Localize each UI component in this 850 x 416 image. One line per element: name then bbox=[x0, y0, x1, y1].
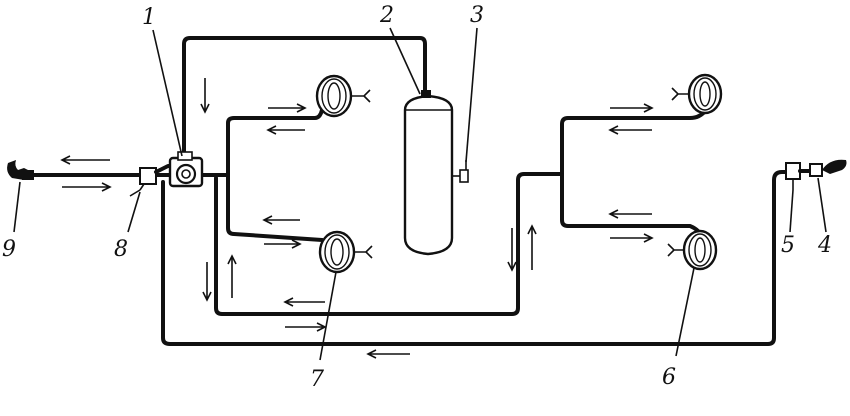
leader-5 bbox=[789, 189, 794, 233]
brake-chamber-left-upper bbox=[315, 74, 371, 118]
line-valve-to-right-chambers bbox=[214, 172, 562, 316]
brake-valve bbox=[168, 151, 204, 188]
arrow-rt-down bbox=[507, 228, 517, 272]
arrow-rl-right bbox=[610, 233, 654, 243]
label-2: 2 bbox=[379, 3, 394, 28]
chamber-ru-ring1 bbox=[693, 77, 717, 111]
arrow-trunk-up bbox=[227, 254, 237, 298]
brake-chamber-right-upper bbox=[671, 73, 723, 115]
chamber-lu-rod bbox=[351, 89, 371, 103]
coupling-head-left bbox=[7, 160, 34, 180]
disconnect-cock-right-body bbox=[785, 162, 801, 180]
chamber-ll-ring2 bbox=[330, 238, 344, 266]
chamber-rl-rod bbox=[667, 243, 684, 257]
number-labels: 1 2 3 4 5 6 7 8 9 bbox=[2, 3, 832, 392]
arrow-bottom-left bbox=[366, 349, 410, 359]
disconnect-cock bbox=[129, 164, 174, 197]
line-left-lower-branch bbox=[226, 173, 324, 242]
air-receiver bbox=[403, 90, 454, 256]
label-3: 3 bbox=[470, 3, 484, 28]
leader-6 bbox=[675, 267, 695, 357]
arrow-main-upper bbox=[60, 155, 110, 165]
flow-arrows bbox=[60, 78, 654, 359]
line-right-lower-branch bbox=[560, 172, 704, 240]
label-8: 8 bbox=[114, 237, 128, 262]
chamber-ru-ring2 bbox=[699, 81, 711, 107]
arrow-main-lower bbox=[62, 182, 112, 192]
chamber-rl-ring2 bbox=[694, 237, 706, 263]
arrow-ru-left bbox=[608, 125, 652, 135]
brake-valve-hub bbox=[181, 169, 191, 179]
brake-valve-top bbox=[177, 151, 193, 161]
brake-chamber-left-lower bbox=[318, 230, 373, 274]
arrow-ll-left bbox=[262, 215, 300, 225]
leader-3 bbox=[465, 27, 478, 163]
chamber-ru-rod bbox=[671, 87, 689, 101]
chamber-ll-rod bbox=[354, 245, 373, 259]
coupling-head-left-nut bbox=[22, 170, 34, 180]
chamber-lu-ring1 bbox=[321, 78, 347, 114]
arrow-trunk-down bbox=[202, 262, 212, 302]
coupling-head-right bbox=[809, 159, 847, 177]
label-4: 4 bbox=[817, 233, 832, 258]
arrow-lu-left bbox=[266, 125, 305, 135]
leader-lines bbox=[13, 27, 827, 361]
disconnect-cock-right bbox=[785, 162, 814, 190]
air-receiver-tank bbox=[403, 94, 454, 256]
chamber-lu-ring2 bbox=[327, 82, 341, 110]
arrow-rl-left bbox=[608, 209, 652, 219]
arrow-bottom-right bbox=[285, 322, 327, 332]
arrow-mid-left bbox=[283, 297, 325, 307]
chamber-ll-ring1 bbox=[324, 234, 350, 270]
leader-8 bbox=[127, 191, 141, 233]
leader-1 bbox=[152, 29, 183, 157]
leader-2 bbox=[389, 27, 421, 95]
chamber-rl-ring1 bbox=[688, 233, 712, 267]
coupling-head-right-nut bbox=[809, 163, 823, 177]
brake-chamber-right-lower bbox=[667, 229, 718, 271]
drain-cock bbox=[459, 160, 469, 183]
coupling-head-right-icon bbox=[822, 159, 847, 174]
label-9: 9 bbox=[2, 237, 16, 262]
air-receiver-fitting bbox=[421, 90, 431, 98]
arrow-ru-right bbox=[610, 103, 654, 113]
drain-cock-body bbox=[459, 169, 469, 183]
line-bottom-long bbox=[161, 170, 792, 346]
arrow-lu-right bbox=[268, 103, 307, 113]
disconnect-cock-body bbox=[139, 167, 157, 185]
line-right-upper-branch bbox=[560, 108, 708, 176]
leader-9 bbox=[13, 181, 21, 233]
leader-4 bbox=[817, 177, 827, 233]
leader-7 bbox=[319, 271, 337, 361]
pipelines bbox=[28, 36, 792, 346]
line-valve-to-receiver bbox=[182, 36, 427, 167]
label-5: 5 bbox=[781, 233, 795, 258]
line-left-upper-branch bbox=[226, 108, 324, 177]
arrow-rt-up bbox=[527, 224, 537, 270]
arrow-top-down bbox=[200, 78, 210, 114]
arrow-ll-right bbox=[264, 239, 302, 249]
label-1: 1 bbox=[142, 5, 156, 30]
label-7: 7 bbox=[310, 367, 324, 392]
disconnect-cock-handle bbox=[129, 183, 145, 197]
label-6: 6 bbox=[662, 365, 676, 390]
